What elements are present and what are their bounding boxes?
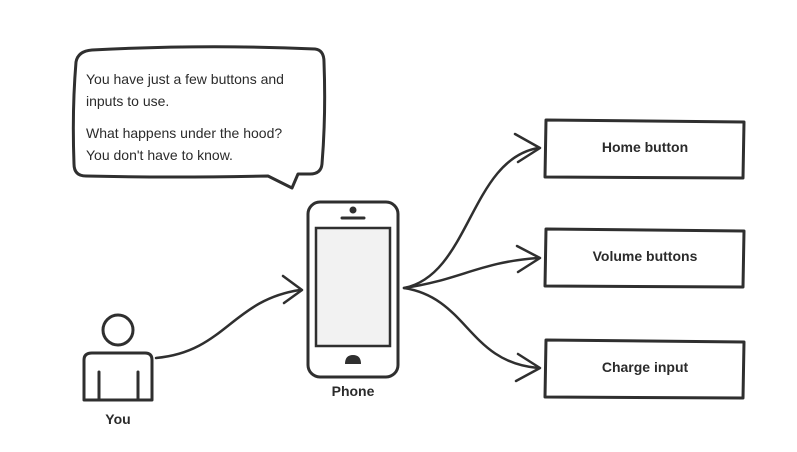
volume-buttons-box: Volume buttons xyxy=(543,227,746,289)
volume-buttons-label: Volume buttons xyxy=(593,248,698,264)
arrow-phone-to-charge xyxy=(402,286,542,383)
bubble-line-4: You don't have to know. xyxy=(86,147,233,163)
speech-bubble: You have just a few buttons and inputs t… xyxy=(71,45,327,190)
arrow-person-to-phone xyxy=(154,274,304,360)
bubble-line-2: inputs to use. xyxy=(86,93,169,109)
arrow-phone-to-volume xyxy=(402,244,542,290)
phone-label: Phone xyxy=(332,383,375,399)
charge-input-box: Charge input xyxy=(543,338,746,400)
bubble-line-3: What happens under the hood? xyxy=(86,125,282,141)
person-icon xyxy=(82,313,154,402)
person-label: You xyxy=(105,411,130,427)
phone-home-key-icon xyxy=(345,355,361,364)
phone-icon xyxy=(306,200,400,379)
charge-input-label: Charge input xyxy=(602,359,689,375)
home-button-box: Home button xyxy=(543,118,746,180)
phone-camera-icon xyxy=(349,206,357,214)
bubble-line-1: You have just a few buttons and xyxy=(86,71,284,87)
home-button-label: Home button xyxy=(602,139,688,155)
arrow-phone-to-home xyxy=(402,132,542,290)
